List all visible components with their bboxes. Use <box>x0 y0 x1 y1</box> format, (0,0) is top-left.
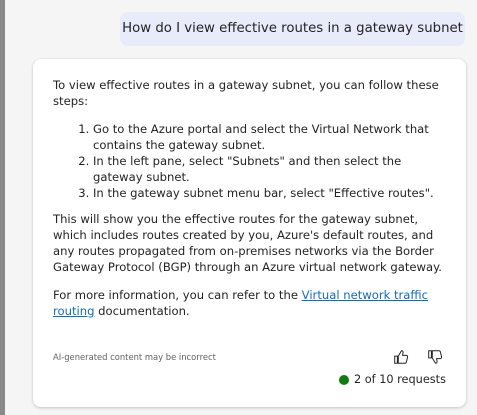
status-dot-icon <box>338 375 349 385</box>
steps-list: Go to the Azure portal and select the Vi… <box>53 121 446 201</box>
thumbs-up-icon <box>394 350 409 364</box>
more-info-prefix: For more information, you can refer to t… <box>53 288 302 302</box>
user-message-text: How do I view effective routes in a gate… <box>122 21 463 36</box>
left-edge-bar <box>0 0 5 415</box>
thumbs-down-icon <box>428 350 443 364</box>
ai-disclaimer: AI-generated content may be incorrect <box>53 352 216 362</box>
step-item: In the left pane, select "Subnets" and t… <box>93 153 446 185</box>
user-message-bubble: How do I view effective routes in a gate… <box>120 12 465 46</box>
thumbs-up-button[interactable] <box>390 346 412 368</box>
step-item: Go to the Azure portal and select the Vi… <box>93 121 446 153</box>
response-summary: This will show you the effective routes … <box>53 212 442 274</box>
step-item: In the gateway subnet menu bar, select "… <box>93 185 446 201</box>
request-count-text: 2 of 10 requests <box>353 373 446 386</box>
doc-link[interactable]: Virtual network traffic routing <box>53 288 428 318</box>
request-counter: 2 of 10 requests <box>338 372 446 388</box>
more-info-suffix: documentation. <box>94 304 190 318</box>
thumbs-down-button[interactable] <box>424 346 446 368</box>
response-footer: AI-generated content may be incorrect <box>53 345 446 369</box>
more-info-paragraph: For more information, you can refer to t… <box>53 287 446 319</box>
feedback-buttons <box>390 346 446 368</box>
assistant-response-card: To view effective routes in a gateway su… <box>33 59 466 407</box>
response-intro: To view effective routes in a gateway su… <box>53 78 439 108</box>
